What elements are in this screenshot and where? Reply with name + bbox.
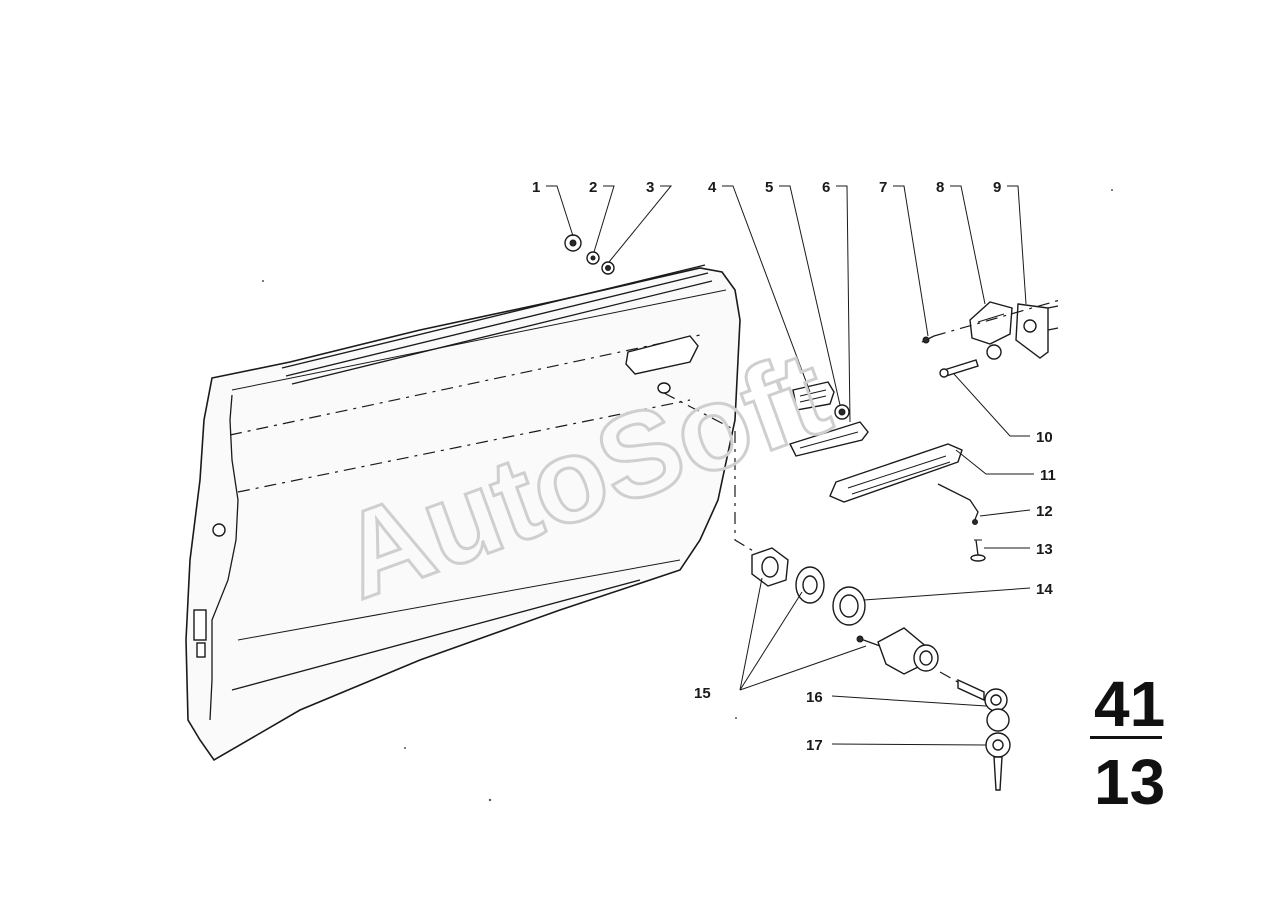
callout-17: 17 — [806, 737, 823, 754]
striker-plate-part-9 — [1015, 303, 1059, 359]
nut-part-15a — [751, 547, 789, 587]
bracket-part-8 — [969, 301, 1013, 360]
group-number: 41 13 — [1090, 668, 1165, 818]
callout-7: 7 — [879, 179, 887, 196]
washer-part-3 — [601, 261, 615, 275]
callout-15: 15 — [694, 685, 711, 702]
handle-recess — [625, 335, 699, 375]
callout-13: 13 — [1036, 541, 1053, 558]
clip-part-5 — [834, 404, 850, 420]
leader-lines — [546, 185, 1034, 746]
nut-part-1 — [564, 234, 582, 252]
seal-part-14 — [832, 586, 866, 626]
handle-base-part-6 — [789, 421, 869, 457]
callout-6: 6 — [822, 179, 830, 196]
callout-10: 10 — [1036, 429, 1053, 446]
callout-2: 2 — [589, 179, 597, 196]
callout-16: 16 — [806, 689, 823, 706]
callout-5: 5 — [765, 179, 773, 196]
callout-3: 3 — [646, 179, 654, 196]
screw-part-7 — [921, 335, 935, 344]
latch-axis-line — [933, 299, 1061, 337]
group-number-top: 41 — [1094, 668, 1165, 740]
washer-part-2 — [586, 251, 600, 265]
callout-labels: 1 2 3 4 5 6 7 8 9 10 11 12 13 14 15 16 1… — [532, 179, 1056, 754]
group-number-bottom: 13 — [1094, 746, 1165, 818]
door-panel — [185, 264, 741, 762]
key-part-16 — [957, 678, 1010, 732]
bolt-part-10 — [939, 359, 979, 378]
callout-12: 12 — [1036, 503, 1053, 520]
callout-9: 9 — [993, 179, 1001, 196]
callout-1: 1 — [532, 179, 540, 196]
lock-cylinder — [856, 627, 939, 675]
callout-11: 11 — [1040, 467, 1056, 484]
callout-14: 14 — [1036, 581, 1053, 598]
gasket-part-4 — [792, 381, 835, 411]
handle-part-11 — [829, 443, 963, 503]
spring-part-12 — [937, 483, 979, 525]
callout-8: 8 — [936, 179, 944, 196]
screw-part-13 — [970, 539, 986, 562]
group-number-divider — [1090, 736, 1162, 739]
callout-4: 4 — [708, 179, 717, 196]
routing-line — [663, 392, 761, 556]
key-part-17 — [985, 732, 1011, 791]
washer-part-15b — [795, 566, 825, 604]
